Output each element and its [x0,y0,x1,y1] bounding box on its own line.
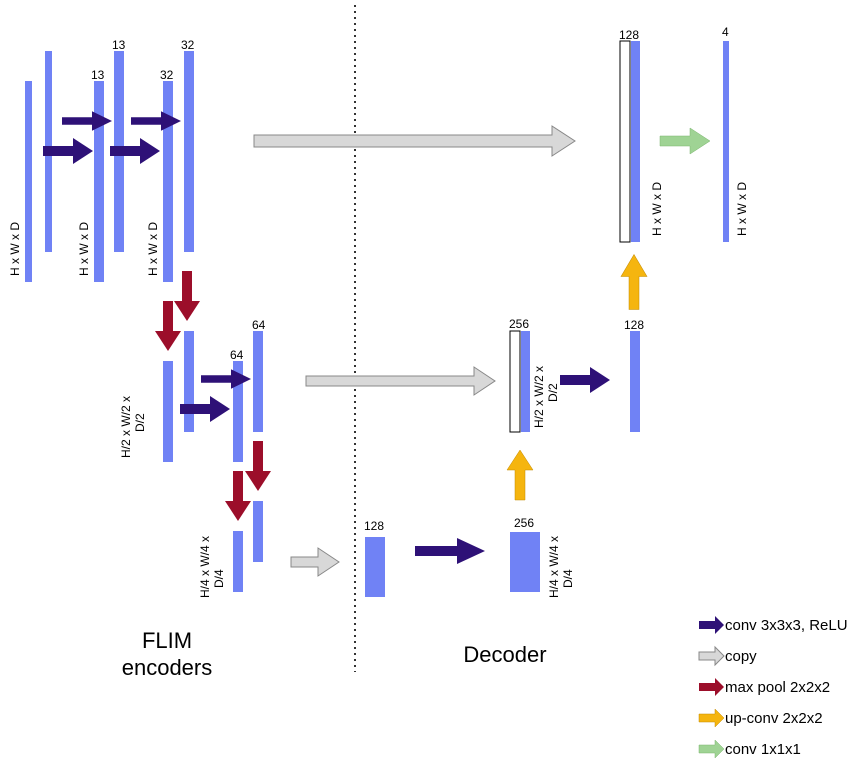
feature-block [94,81,104,282]
channel-label: 128 [624,318,644,332]
output-block [723,41,729,242]
conv-arrow-icon [201,369,251,389]
legend-label: up-conv 2x2x2 [725,710,823,727]
conv-arrow-icon [560,367,610,393]
channel-label: 13 [91,68,105,82]
conv1-arrow-icon [659,127,711,155]
channel-label: 32 [181,38,195,52]
encoder-title: FLIM [142,628,192,653]
dim-label: H x W x D [650,182,664,236]
legend: conv 3x3x3, ReLU copy max pool 2x2x2 up-… [698,616,848,759]
concat-block [619,40,631,243]
maxpool-arrow-icon [225,471,251,521]
copy-arrow-icon [305,366,496,396]
conv-arrow-icon [415,538,485,564]
maxpool-arrow-icon [699,678,724,696]
feature-block [253,501,263,562]
bottleneck-block [365,537,385,597]
legend-label: copy [725,648,757,665]
decoder-block [631,41,640,242]
maxpool-arrow-icon [174,271,200,321]
channel-label: 4 [722,25,729,39]
feature-block [163,81,173,282]
dim-label: H x W x D [735,182,749,236]
copy-arrow-icon [698,645,725,667]
feature-block [253,331,263,432]
feature-block [184,51,194,252]
dim-label: H/4 x W/4 x [547,536,561,598]
conv-arrow-icon [699,616,724,634]
copy-arrow-icon [253,125,576,157]
channel-label: 256 [509,317,529,331]
conv1-arrow-icon [698,739,725,759]
feature-block [184,331,194,432]
dim-label: D/2 [133,413,147,432]
legend-label: max pool 2x2x2 [725,679,830,696]
channel-label: 64 [230,348,244,362]
conv-arrow-icon [62,111,112,131]
decoder-block [521,331,530,432]
feature-block [163,361,173,462]
channel-label: 128 [619,28,639,42]
dim-label: D/4 [212,569,226,588]
encoder-title: encoders [122,655,213,680]
upconv-arrow-icon [698,708,725,728]
channel-label: 32 [160,68,174,82]
upconv-arrow-icon [506,449,534,501]
channel-label: 128 [364,519,384,533]
legend-label: conv 3x3x3, ReLU [725,617,848,634]
decoder-block [510,532,540,592]
maxpool-arrow-icon [155,301,181,351]
decoder-title: Decoder [463,642,546,667]
dim-label: H x W x D [146,222,160,276]
copy-arrow-icon [290,547,340,577]
dim-label: H/2 x W/2 x [532,366,546,428]
dim-label: H/4 x W/4 x [198,536,212,598]
legend-label: conv 1x1x1 [725,741,801,758]
feature-block [233,531,243,592]
conv-arrow-icon [131,111,181,131]
dim-label: H/2 x W/2 x [119,396,133,458]
channel-label: 256 [514,516,534,530]
decoder-block [630,331,640,432]
maxpool-arrow-icon [245,441,271,491]
concat-block [509,330,521,433]
channel-label: 64 [252,318,266,332]
feature-block [233,361,243,462]
channel-label: 13 [112,38,126,52]
dim-label: D/2 [546,383,560,402]
dim-label: H x W x D [8,222,22,276]
dim-label: D/4 [561,569,575,588]
upconv-arrow-icon [620,253,648,311]
dim-label: H x W x D [77,222,91,276]
feature-block [25,81,32,282]
